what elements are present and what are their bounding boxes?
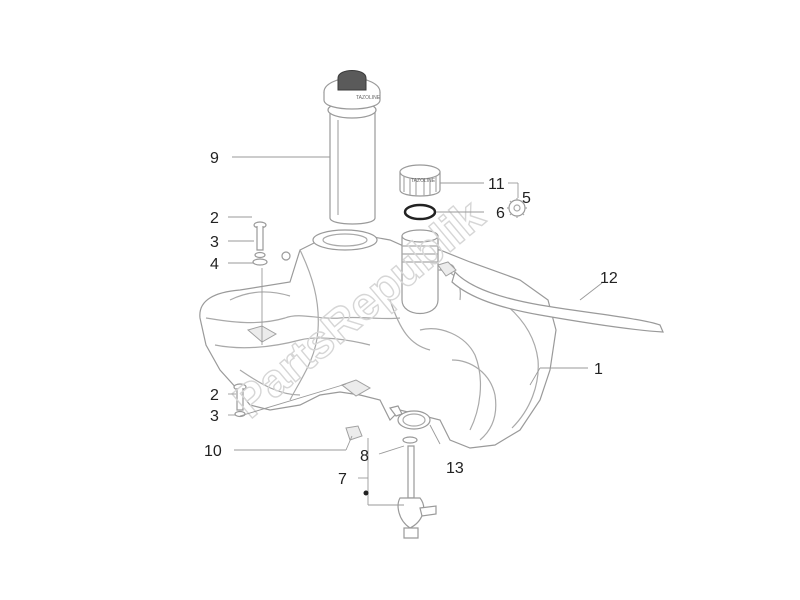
callout-labels: 9 2 3 4 2 3 10 11 5 6 12 1 8 13 7 — [204, 150, 618, 488]
filler-pipe: TAZOLINE — [323, 70, 381, 225]
fuel-tap — [397, 445, 437, 539]
filler-cap-label: TAZOLINE — [356, 95, 381, 101]
leader-lines — [228, 156, 603, 506]
callout-4: 4 — [210, 256, 219, 273]
clip — [345, 425, 363, 441]
callout-1: 1 — [594, 361, 603, 378]
vent-hose — [437, 261, 664, 333]
reference-dot — [363, 490, 369, 496]
callout-13: 13 — [446, 460, 464, 477]
callout-3-lower: 3 — [210, 408, 219, 425]
callout-9: 9 — [210, 150, 219, 167]
bolt-upper — [252, 221, 268, 266]
vent-valve — [507, 198, 527, 218]
bolt-lower — [233, 383, 247, 418]
tap-washer — [402, 436, 418, 444]
callout-2-lower: 2 — [210, 387, 219, 404]
callout-6: 6 — [496, 205, 505, 222]
fuel-cap-label: TAZOLINE — [411, 178, 436, 184]
callout-3-upper: 3 — [210, 234, 219, 251]
callout-12: 12 — [600, 270, 618, 287]
callout-8: 8 — [360, 448, 369, 465]
hose-clamp — [388, 405, 431, 430]
fuel-cap: TAZOLINE — [399, 164, 441, 197]
callout-10: 10 — [204, 443, 222, 460]
callout-7: 7 — [338, 471, 347, 488]
callout-5: 5 — [522, 190, 531, 207]
callout-11: 11 — [488, 176, 505, 193]
callout-2-upper: 2 — [210, 210, 219, 227]
o-ring — [403, 203, 437, 221]
